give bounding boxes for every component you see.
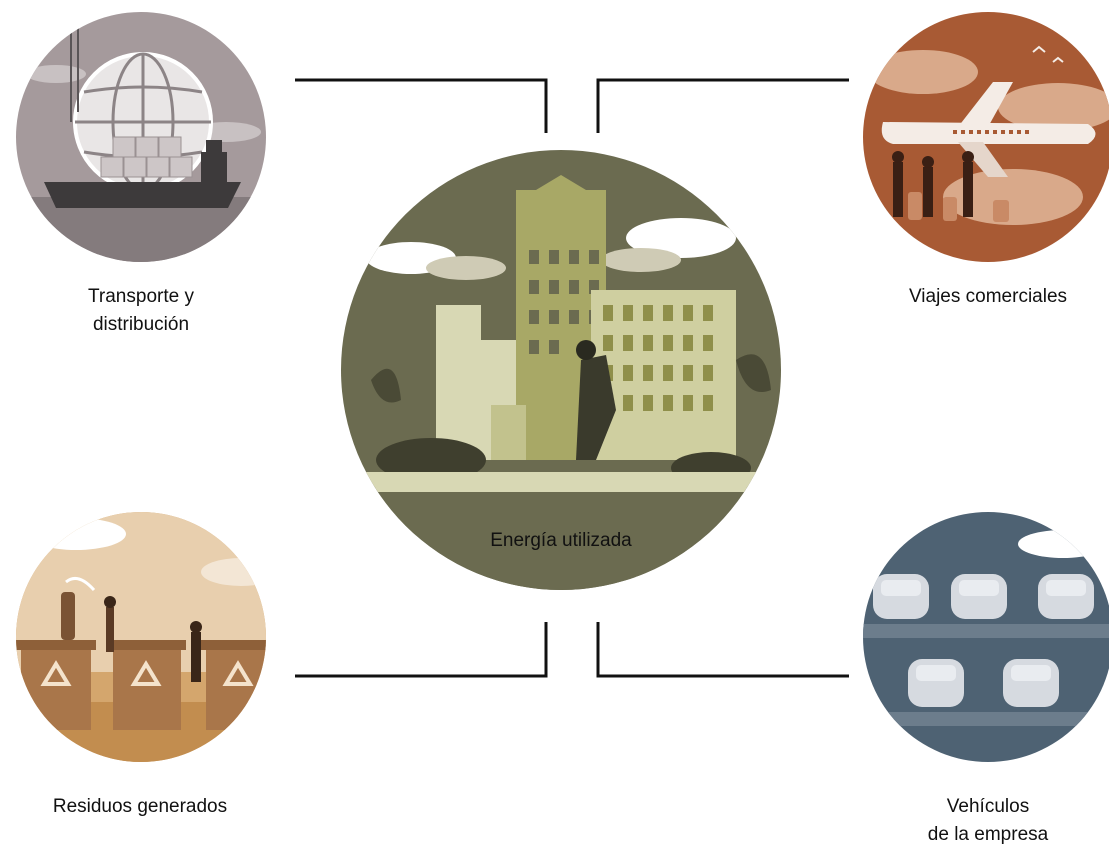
parked-cars-illustration	[863, 512, 1109, 762]
waste-label: Residuos generados	[52, 796, 228, 817]
connector-bottom-right	[596, 622, 849, 678]
energy-label: Energía utilizada	[490, 530, 632, 551]
waste-circle	[16, 512, 266, 762]
connector-bottom-left	[295, 622, 548, 678]
travel-label: Viajes comerciales	[908, 286, 1068, 307]
factory-building-illustration	[341, 150, 781, 590]
vehicles-label: Vehículos de la empresa	[927, 796, 1049, 845]
recycling-bins-illustration	[16, 512, 266, 762]
cargo-ship-globe-illustration	[16, 12, 266, 262]
airplane-travelers-illustration	[863, 12, 1109, 262]
connector-top-left	[295, 78, 548, 133]
vehicles-circle	[863, 512, 1109, 762]
energy-circle	[341, 150, 781, 590]
connector-top-right	[596, 78, 849, 133]
transport-circle	[16, 12, 266, 262]
transport-label: Transporte y distribución	[88, 286, 194, 335]
travel-circle	[863, 12, 1109, 262]
